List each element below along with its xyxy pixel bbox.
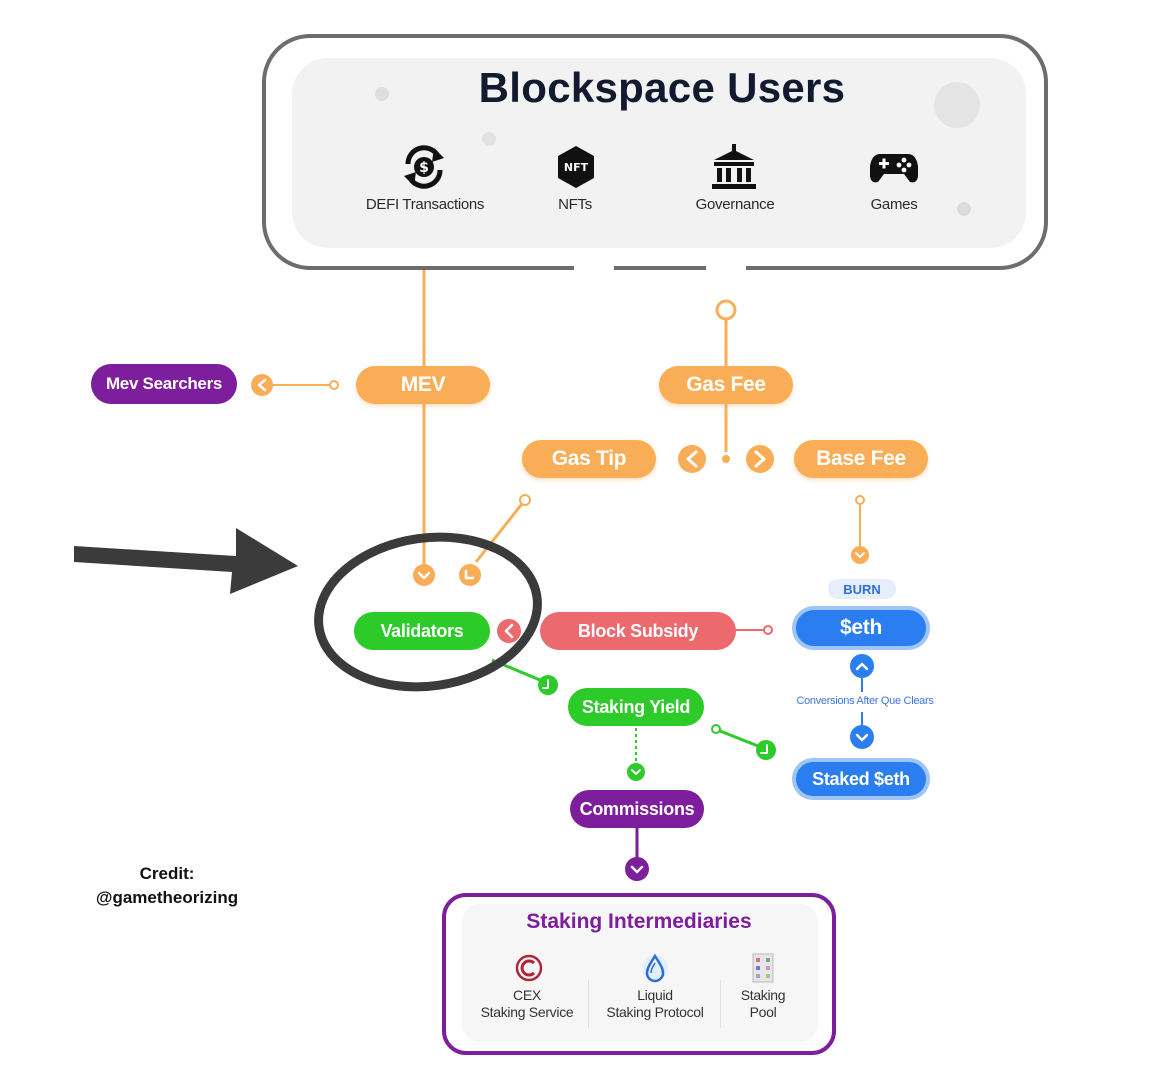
commissions-node: Commissions [570,790,704,828]
commissions-panel-chevron-icon [625,857,649,881]
user-label-games: Games [870,196,918,213]
gas-tip-down-chevron-icon [459,564,481,586]
pool-building-icon [752,953,774,983]
svg-text:NFT: NFT [564,161,589,174]
intermediary-liquid-line1: Liquid [637,987,673,1003]
blockspace-users-title: Blockspace Users [478,64,846,111]
yield-staked-dot [711,724,721,734]
gamepad-icon [870,154,918,183]
credit-handle: @gametheorizing [95,888,239,907]
government-building-icon [712,144,756,189]
intermediary-liquid-line2: Staking Protocol [606,1004,704,1020]
intermediary-cex: CEX Staking Service [462,987,592,1021]
intermediary-pool-line1: Staking [740,987,786,1003]
gas-fee-top-dot [715,299,737,321]
validators-yield-chevron-icon [538,675,558,695]
intermediary-divider [588,980,589,1028]
seth-node: $eth [792,606,930,650]
gas-tip-dot [519,494,531,506]
mev-node: MEV [356,366,490,404]
credit-text: Credit: @gametheorizing [92,862,242,910]
decor-dot [375,87,389,101]
conversion-down-chevron-icon [850,725,874,749]
svg-text:$: $ [419,160,429,176]
annotation-arrow [74,528,298,594]
validators-node: Validators [354,612,490,650]
burn-down-chevron-icon [851,546,869,564]
dollar-cycle-icon: $ [404,145,444,189]
base-fee-dot [855,495,865,505]
yield-staked-chevron-icon [756,740,776,760]
decor-dot [934,82,980,128]
base-fee-chevron-icon [746,445,774,473]
decor-dot [957,202,971,216]
gas-tip-validators-connector [474,499,527,563]
staked-seth-node: Staked $eth [792,758,930,800]
burn-badge: BURN [828,579,896,599]
subsidy-dot [763,625,773,635]
nft-hexagon-icon: NFT [558,146,594,188]
mev-searchers-chevron-icon [251,374,273,396]
copyright-circle-icon [515,954,543,982]
intermediary-liquid: Liquid Staking Protocol [590,987,720,1021]
gas-fee-split-dot [722,455,730,463]
ethereum-drop-icon [642,953,668,983]
panel-border-gap [574,262,614,274]
mev-down-chevron-icon [413,564,435,586]
gas-fee-node: Gas Fee [659,366,793,404]
annotation-circle [314,532,542,692]
staking-yield-node: Staking Yield [568,688,704,726]
conversions-label: Conversions After Que Clears [796,695,934,707]
user-label-governance: Governance [695,196,775,213]
panel-border-gap [706,262,746,274]
mev-searchers-dot [329,380,339,390]
decor-dot [482,132,496,146]
intermediary-cex-line2: Staking Service [480,1004,574,1020]
intermediary-cex-line1: CEX [513,987,541,1003]
intermediary-pool-line2: Pool [749,1004,777,1020]
gas-tip-chevron-icon [678,445,706,473]
user-label-nfts: NFTs [558,196,592,213]
intermediary-divider [720,980,721,1028]
user-label-defi: DEFI Transactions [365,196,485,213]
yield-staked-connector [719,729,759,748]
base-fee-node: Base Fee [794,440,928,478]
mev-searchers-node: Mev Searchers [91,364,237,404]
intermediary-pool: Staking Pool [698,987,828,1021]
credit-label: Credit: [139,864,195,883]
block-subsidy-node: Block Subsidy [540,612,736,650]
subsidy-left-chevron-icon [497,619,521,643]
staking-intermediaries-title: Staking Intermediaries [526,910,752,933]
yield-commissions-chevron-icon [627,763,645,781]
conversion-up-chevron-icon [850,654,874,678]
gas-tip-node: Gas Tip [522,440,656,478]
